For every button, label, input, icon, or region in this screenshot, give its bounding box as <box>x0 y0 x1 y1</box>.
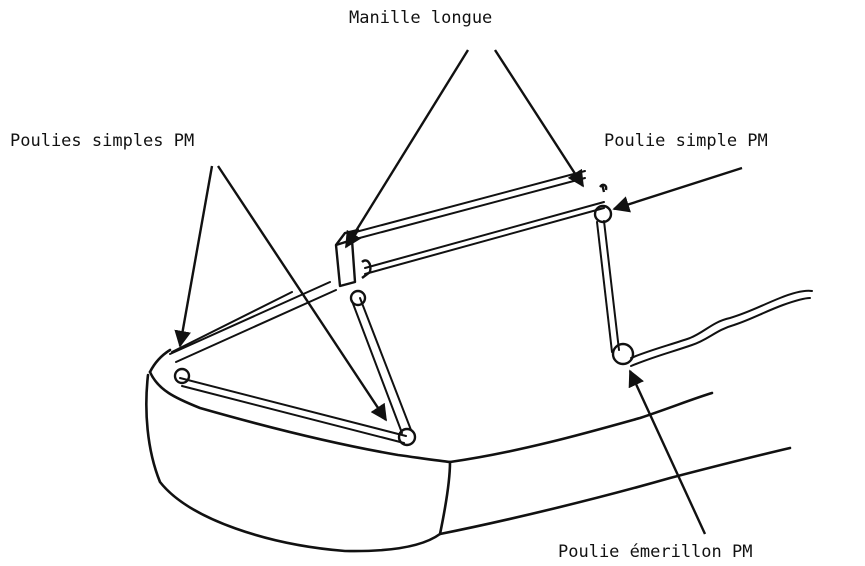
hull-outline <box>146 350 790 551</box>
label-manille-longue: Manille longue <box>349 8 492 28</box>
label-poulie-simple: Poulie simple PM <box>604 131 768 151</box>
swivel-pulley <box>613 344 633 364</box>
label-poulie-emerillon: Poulie émerillon PM <box>558 542 752 562</box>
arrow-manille-right <box>495 50 583 186</box>
pulley-bow <box>175 369 189 383</box>
rigging-ropes <box>170 171 812 443</box>
arrow-emerillon <box>630 371 705 534</box>
arrow-poulies-right <box>218 166 386 420</box>
pulley-lower <box>399 429 415 445</box>
long-shackle <box>336 230 370 286</box>
pulley-shackle <box>351 291 365 305</box>
label-poulies-simples: Poulies simples PM <box>10 131 194 151</box>
arrow-poulie-simple <box>614 168 742 209</box>
arrow-poulies-left <box>180 166 212 346</box>
